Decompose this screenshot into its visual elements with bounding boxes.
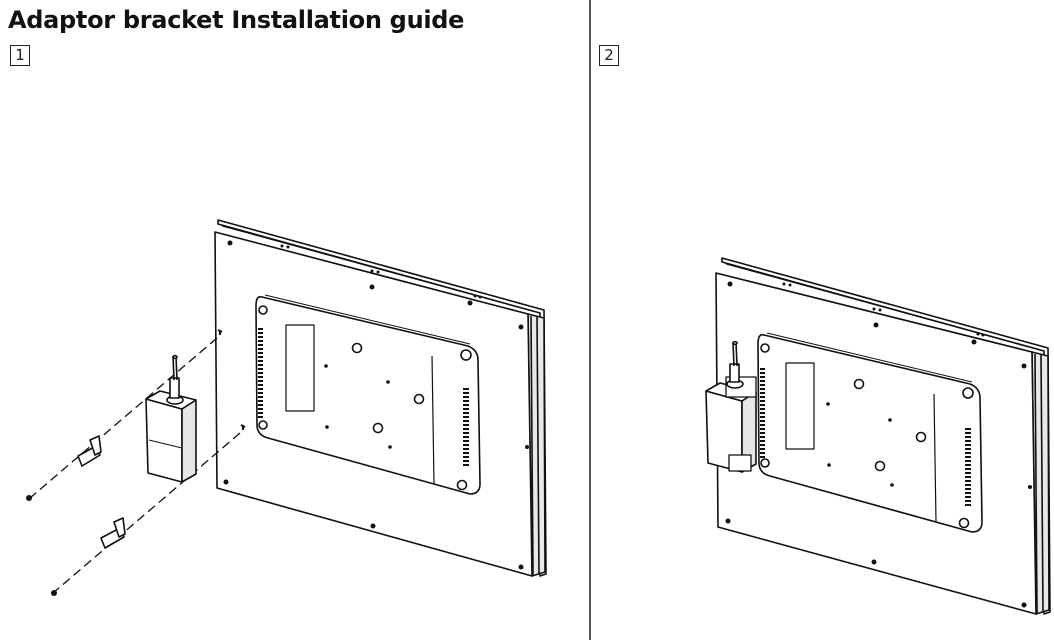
panel-divider [589,0,591,640]
rear-housing-2 [757,332,983,533]
mounting-guides [26,329,246,596]
guide-title: Adaptor bracket Installation guide [8,6,465,34]
power-adaptor-1 [145,354,197,483]
step-2-number: 2 [599,45,619,66]
rear-housing-1 [255,294,481,495]
step-1-number: 1 [10,45,30,66]
step-2-drawing [705,257,1051,615]
bracket-lower [100,517,126,549]
power-adaptor-2-mounted [705,340,757,473]
step-1-drawing [26,219,547,596]
bracket-upper [77,435,102,467]
